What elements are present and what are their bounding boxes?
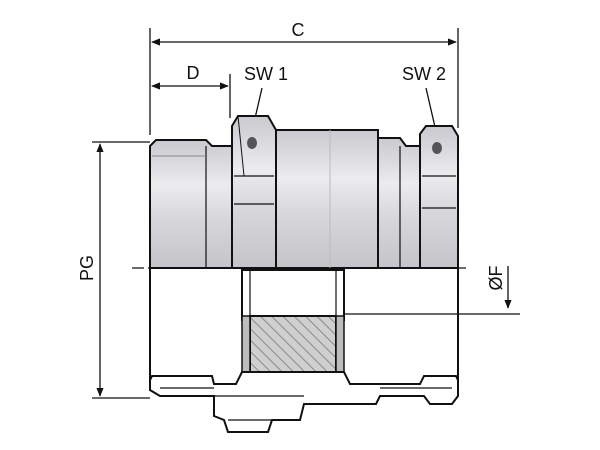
left-thread-body — [149, 139, 233, 269]
right-thread-body — [377, 137, 421, 269]
gland-section-view — [149, 268, 459, 433]
middle-body — [275, 129, 379, 269]
dimension-oef: ØF — [340, 265, 520, 315]
dimension-label-pg: PG — [77, 255, 97, 281]
label-sw1: SW 1 — [244, 64, 288, 84]
seal-insert — [249, 315, 337, 373]
inner-tube — [241, 269, 345, 321]
dimension-label-d: D — [187, 63, 200, 83]
base-flange — [149, 371, 459, 433]
dimension-pg: PG — [77, 141, 150, 399]
dimension-c: C — [149, 20, 459, 135]
dimension-label-c: C — [292, 20, 305, 40]
dimension-label-oef: ØF — [486, 265, 506, 290]
gland-exterior-view — [149, 115, 459, 269]
label-sw2: SW 2 — [402, 64, 446, 84]
dimension-d: D — [151, 63, 231, 118]
